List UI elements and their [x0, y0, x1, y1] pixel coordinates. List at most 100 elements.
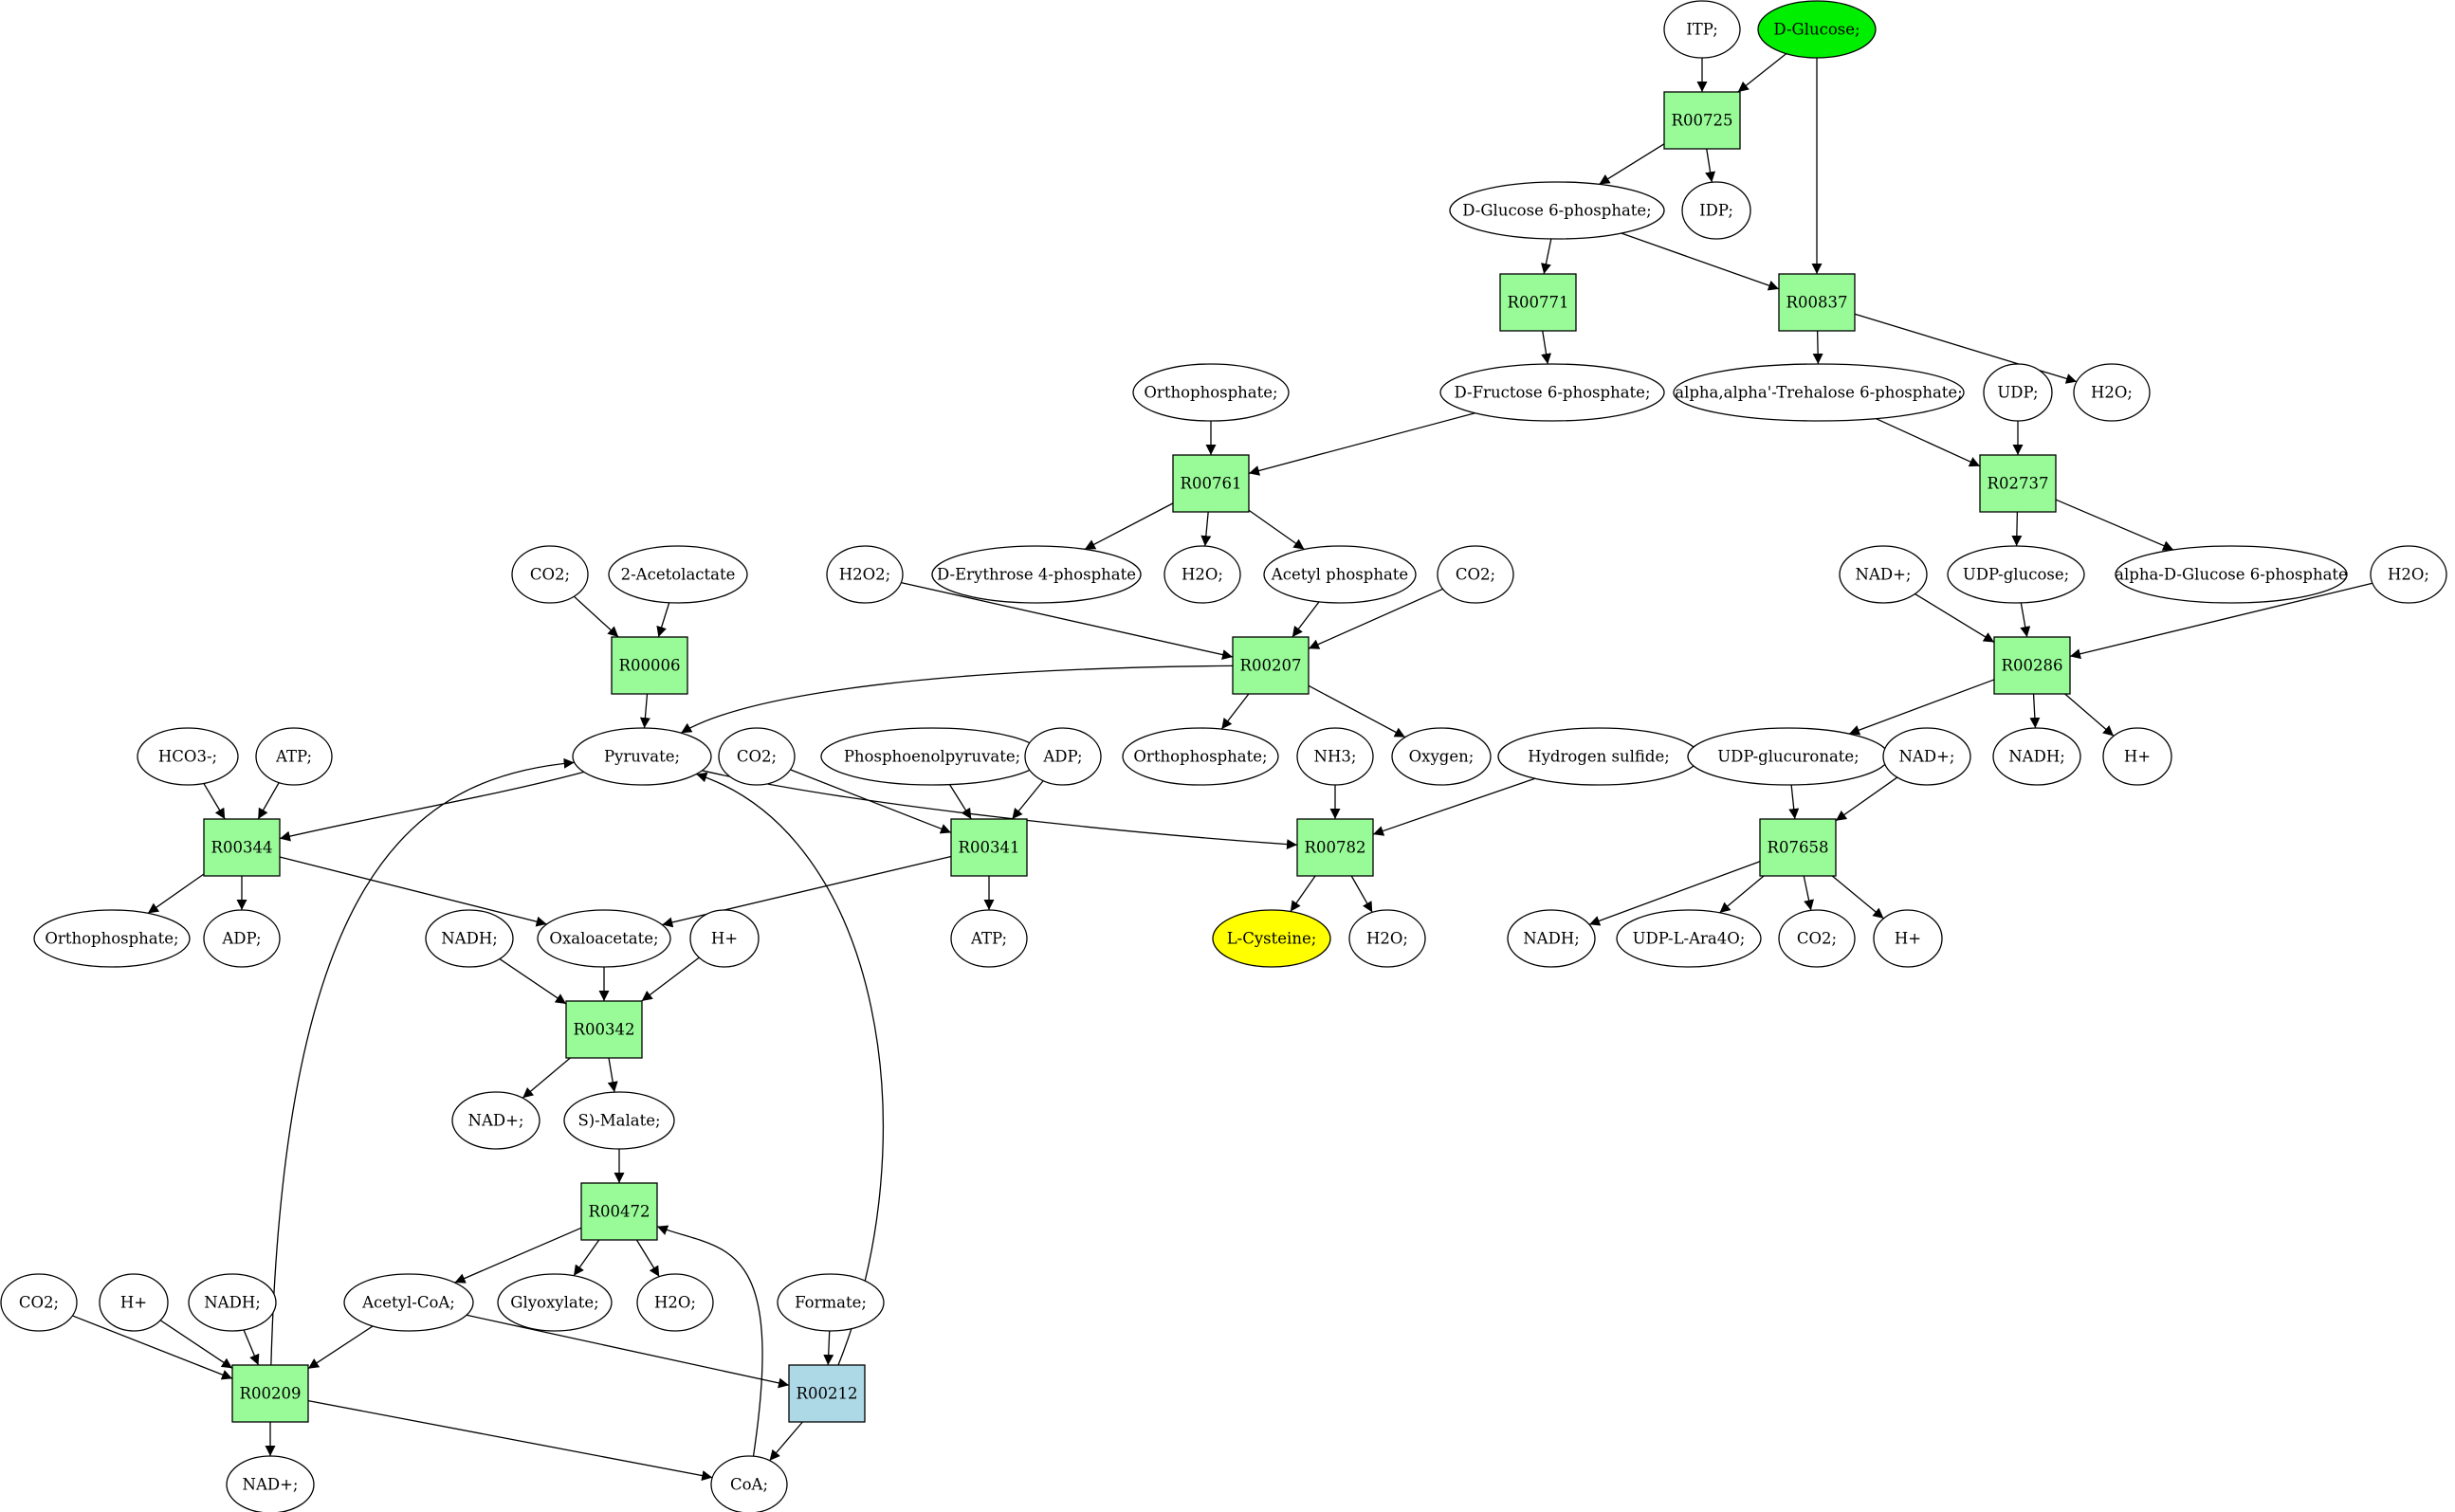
compound-node-c_lcysteine[interactable]: L-Cysteine;	[1212, 909, 1331, 968]
edge-r_r07658-to-c_udpara4o	[1719, 875, 1765, 914]
node-label: NAD+;	[243, 1476, 299, 1494]
node-label: ADP;	[221, 930, 261, 948]
compound-node-c_dglucose[interactable]: D-Glucose;	[1757, 0, 1877, 59]
reaction-node-r_r00771[interactable]: R00771	[1499, 273, 1577, 332]
reaction-box	[1232, 636, 1310, 695]
compound-node-c_erythrose4p[interactable]: D-Erythrose 4-phosphate	[931, 545, 1142, 604]
compound-node-c_smalate[interactable]: S)-Malate;	[563, 1091, 675, 1150]
edge-c_atp_in-to-r_r00344	[257, 782, 280, 820]
compound-node-c_h2o_r00472[interactable]: H2O;	[636, 1273, 714, 1332]
compound-node-c_nadh_r00342[interactable]: NADH;	[425, 909, 514, 968]
compound-node-c_co2_r00341[interactable]: CO2;	[718, 727, 796, 786]
reaction-node-r_r00209[interactable]: R00209	[231, 1364, 309, 1423]
node-label: UDP-glucuronate;	[1717, 748, 1859, 766]
reaction-node-r_r00207[interactable]: R00207	[1232, 636, 1310, 695]
compound-node-c_hplus_r07658[interactable]: H+	[1873, 909, 1943, 968]
reaction-node-r_r00472[interactable]: R00472	[580, 1182, 658, 1241]
reaction-node-r_r00725[interactable]: R00725	[1663, 91, 1741, 150]
reaction-node-r_r00344[interactable]: R00344	[203, 818, 281, 877]
compound-node-c_co2_r07658[interactable]: CO2;	[1778, 909, 1856, 968]
compound-node-c_nadh_r07658[interactable]: NADH;	[1507, 909, 1596, 968]
compound-ellipse	[255, 727, 333, 786]
reaction-node-r_r02737[interactable]: R02737	[1979, 454, 2057, 513]
compound-node-c_co2_r00209[interactable]: CO2;	[0, 1273, 78, 1332]
compound-node-c_nadplus_r00286[interactable]: NAD+;	[1839, 545, 1928, 604]
compound-node-c_h2o_r00286[interactable]: H2O;	[2370, 545, 2447, 604]
compound-node-c_nadplus_r00209[interactable]: NAD+;	[226, 1455, 315, 1512]
compound-node-c_adp_in[interactable]: ADP;	[1024, 727, 1102, 786]
compound-node-c_g6p[interactable]: D-Glucose 6-phosphate;	[1449, 181, 1665, 240]
reaction-node-r_r00341[interactable]: R00341	[950, 818, 1028, 877]
edge-c_nadh_r00209-to-r_r00209	[243, 1329, 260, 1366]
compound-node-c_idp[interactable]: IDP;	[1681, 181, 1751, 240]
compound-node-c_oxaloacetate[interactable]: Oxaloacetate;	[537, 909, 671, 968]
compound-node-c_f6p[interactable]: D-Fructose 6-phosphate;	[1439, 363, 1665, 422]
node-label: NADH;	[2008, 748, 2065, 766]
compound-node-c_atp_out[interactable]: ATP;	[950, 909, 1028, 968]
compound-node-c_pyruvate[interactable]: Pyruvate;	[572, 727, 712, 786]
node-label: R00725	[1672, 112, 1733, 130]
compound-node-c_h2o_r00837[interactable]: H2O;	[2073, 363, 2151, 422]
compound-node-c_adp_out[interactable]: ADP;	[203, 909, 281, 968]
reaction-box	[611, 636, 688, 695]
edge-r_r00725-to-c_idp	[1705, 148, 1716, 183]
compound-node-c_hplus_r00342[interactable]: H+	[689, 909, 760, 968]
compound-node-c_hplus_r00286[interactable]: H+	[2102, 727, 2172, 786]
compound-node-c_adg6p[interactable]: alpha-D-Glucose 6-phosphate	[2115, 545, 2348, 604]
compound-ellipse	[718, 727, 796, 786]
edge-c_co2_r00209-to-r_r00209	[72, 1315, 233, 1380]
node-label: NADH;	[204, 1294, 261, 1312]
compound-ellipse	[1263, 545, 1417, 604]
compound-node-c_orthophosphate_r00207[interactable]: Orthophosphate;	[1122, 727, 1279, 786]
compound-node-c_formate[interactable]: Formate;	[777, 1273, 885, 1332]
compound-node-c_itp[interactable]: ITP;	[1663, 0, 1741, 59]
compound-node-c_hco3[interactable]: HCO3-;	[137, 727, 239, 786]
compound-node-c_orthophosphate_in[interactable]: Orthophosphate;	[1132, 363, 1290, 422]
compound-node-c_udpglucuronate[interactable]: UDP-glucuronate;	[1687, 727, 1890, 786]
compound-node-c_coa[interactable]: CoA;	[710, 1455, 788, 1512]
compound-node-c_h2o_r00782[interactable]: H2O;	[1348, 909, 1426, 968]
edge-r_r07658-to-c_hplus_r07658	[1831, 875, 1884, 920]
compound-ellipse	[1673, 363, 1965, 422]
compound-node-c_pep[interactable]: Phosphoenolpyruvate;	[820, 727, 1044, 786]
compound-node-c_acetolactate[interactable]: 2-Acetolactate	[608, 545, 748, 604]
compound-node-c_udpglucose[interactable]: UDP-glucose;	[1947, 545, 2085, 604]
compound-node-c_nadplus_r00342[interactable]: NAD+;	[451, 1091, 540, 1150]
compound-ellipse	[33, 909, 191, 968]
reaction-node-r_r00837[interactable]: R00837	[1778, 273, 1856, 332]
compound-node-c_orthophosphate_r00344[interactable]: Orthophosphate;	[33, 909, 191, 968]
reaction-node-r_r00006[interactable]: R00006	[611, 636, 688, 695]
edge-r_r00286-to-c_udpglucuronate	[1848, 679, 1995, 736]
edge-c_hplus_r00209-to-r_r00209	[159, 1320, 233, 1369]
compound-node-c_trehalose6p[interactable]: alpha,alpha'-Trehalose 6-phosphate;	[1673, 363, 1965, 422]
reaction-node-r_r00761[interactable]: R00761	[1172, 454, 1250, 513]
compound-node-c_nadplus_r07658[interactable]: NAD+;	[1882, 727, 1971, 786]
compound-node-c_co2_r00006[interactable]: CO2;	[511, 545, 589, 604]
node-label: IDP;	[1699, 202, 1733, 220]
reaction-node-r_r00212[interactable]: R00212	[788, 1364, 866, 1423]
compound-node-c_h2o_r00761[interactable]: H2O;	[1163, 545, 1241, 604]
compound-node-c_nh3[interactable]: NH3;	[1296, 727, 1374, 786]
node-label: H+	[120, 1294, 147, 1312]
reaction-node-r_r07658[interactable]: R07658	[1759, 818, 1837, 877]
reaction-node-r_r00782[interactable]: R00782	[1296, 818, 1374, 877]
reaction-node-r_r00286[interactable]: R00286	[1993, 636, 2071, 695]
compound-node-c_nadh_r00209[interactable]: NADH;	[188, 1273, 277, 1332]
compound-node-c_h2o2[interactable]: H2O2;	[826, 545, 904, 604]
edge-c_h2o2-to-r_r00207	[901, 581, 1234, 660]
compound-node-c_co2_r00207[interactable]: CO2;	[1437, 545, 1514, 604]
compound-node-c_acetylphosphate[interactable]: Acetyl phosphate	[1263, 545, 1417, 604]
compound-node-c_glyoxylate[interactable]: Glyoxylate;	[497, 1273, 613, 1332]
compound-node-c_nadh_r00286[interactable]: NADH;	[1992, 727, 2081, 786]
compound-node-c_oxygen[interactable]: Oxygen;	[1391, 727, 1492, 786]
compound-node-c_udp[interactable]: UDP;	[1983, 363, 2053, 422]
edge-r_r00209-to-c_coa	[307, 1399, 713, 1481]
compound-node-c_acetylcoa[interactable]: Acetyl-CoA;	[343, 1273, 474, 1332]
compound-node-c_h2s[interactable]: Hydrogen sulfide;	[1497, 727, 1700, 786]
compound-node-c_atp_in[interactable]: ATP;	[255, 727, 333, 786]
compound-node-c_hplus_r00209[interactable]: H+	[99, 1273, 169, 1332]
compound-node-c_udpara4o[interactable]: UDP-L-Ara4O;	[1616, 909, 1762, 968]
reaction-node-r_r00342[interactable]: R00342	[565, 1000, 643, 1059]
compound-ellipse	[608, 545, 748, 604]
